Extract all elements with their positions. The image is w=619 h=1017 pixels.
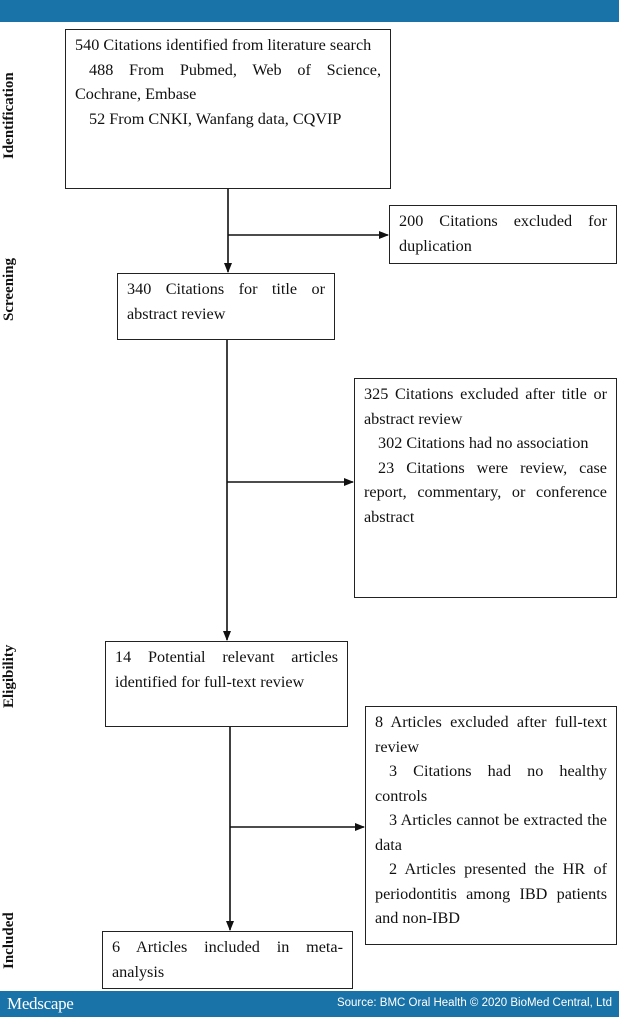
box-identified-line1: 488 From Pubmed, Web of Science, Cochran…: [75, 60, 381, 104]
bottom-banner: Medscape Source: BMC Oral Health © 2020 …: [0, 991, 619, 1017]
medscape-logo: Medscape: [7, 994, 74, 1013]
box-included: 6 Articles included in meta-analysis: [102, 931, 353, 989]
box-excluded-abstract-line1: 302 Citations had no association: [378, 434, 589, 452]
box-identified-line2: 52 From CNKI, Wanfang data, CQVIP: [89, 109, 342, 128]
box-excluded-abstract-title: 325 Citations excluded after title or ab…: [364, 385, 607, 428]
box-excluded-abstract-line2: 23 Citations were review, case report, c…: [364, 458, 607, 526]
box-excluded-full-text-line3: 2 Articles presented the HR of periodont…: [375, 860, 607, 927]
box-citations-identified: 540 Citations identified from literature…: [65, 29, 391, 189]
box-excluded-abstract: 325 Citations excluded after title or ab…: [354, 378, 617, 598]
box-excluded-full-text: 8 Articles excluded after full-text revi…: [365, 706, 617, 945]
box-excluded-full-text-line2: 3 Articles cannot be extracted the data: [375, 811, 607, 854]
box-included-title: 6 Articles included in meta-analysis: [112, 938, 343, 981]
box-full-text-title: 14 Potential relevant articles identifie…: [115, 648, 338, 691]
source-credit: Source: BMC Oral Health © 2020 BioMed Ce…: [336, 997, 612, 1009]
box-excluded-full-text-line1: 3 Citations had no healthy controls: [375, 762, 607, 805]
box-excluded-full-text-title: 8 Articles excluded after full-text revi…: [375, 713, 607, 756]
box-full-text: 14 Potential relevant articles identifie…: [105, 641, 348, 727]
box-identified-title: 540 Citations identified from literature…: [75, 36, 372, 54]
top-banner: [0, 0, 619, 22]
box-screened-title: 340 Citations for title or abstract revi…: [127, 280, 325, 323]
box-duplicates-excluded: 200 Citations excluded for duplication: [389, 205, 617, 264]
box-abstract-review: 340 Citations for title or abstract revi…: [117, 273, 335, 340]
box-duplicates-title: 200 Citations excluded for duplication: [399, 212, 607, 255]
